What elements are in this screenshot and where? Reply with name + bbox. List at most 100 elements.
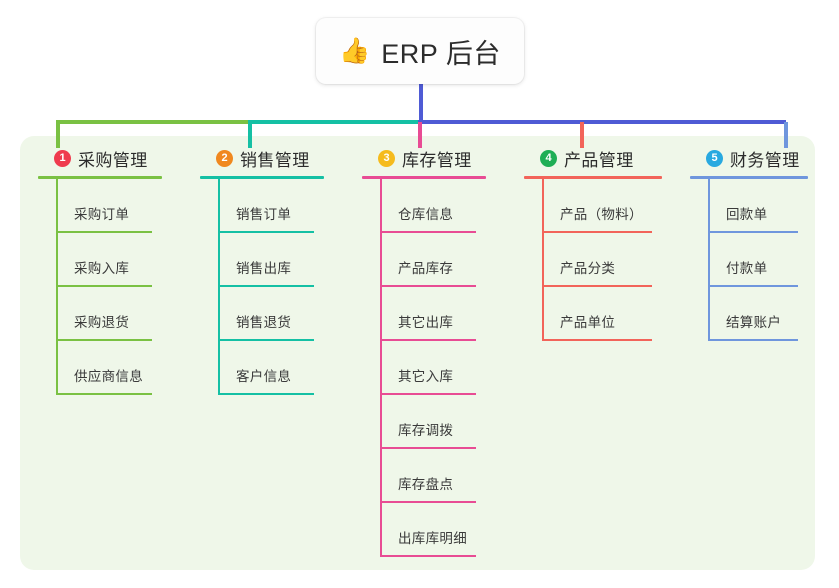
branch-column-5: 5 财务管理回款单付款单结算账户 <box>690 146 808 341</box>
leaf-node[interactable]: 采购入库 <box>56 233 162 287</box>
leaf-spine-3 <box>380 179 382 557</box>
leaf-label: 销售出库 <box>236 261 292 276</box>
drop-line-column-2 <box>248 122 252 148</box>
leaf-list-5: 回款单付款单结算账户 <box>708 179 808 341</box>
leaf-underline <box>542 339 652 341</box>
leaf-node[interactable]: 采购订单 <box>56 179 162 233</box>
leaf-node[interactable]: 出库库明细 <box>380 503 486 557</box>
bus-segment-1 <box>56 120 252 124</box>
leaf-node[interactable]: 销售订单 <box>218 179 324 233</box>
leaf-underline <box>708 285 798 287</box>
leaf-node[interactable]: 产品单位 <box>542 287 662 341</box>
leaf-underline <box>56 231 152 233</box>
branch-underline-5 <box>690 176 808 179</box>
leaf-underline <box>380 501 476 503</box>
root-node-title: ERP 后台 <box>381 38 501 69</box>
branch-title-2: 销售管理 <box>240 150 310 170</box>
leaf-label: 采购退货 <box>74 315 130 330</box>
branch-column-2: 2 销售管理销售订单销售出库销售退货客户信息 <box>200 146 324 395</box>
drop-line-column-5 <box>784 122 788 148</box>
leaf-label: 采购订单 <box>74 207 130 222</box>
leaf-label: 销售退货 <box>236 315 292 330</box>
leaf-list-1: 采购订单采购入库采购退货供应商信息 <box>56 179 162 395</box>
leaf-label: 供应商信息 <box>74 369 143 384</box>
leaf-label: 产品分类 <box>560 261 616 276</box>
leaf-node[interactable]: 付款单 <box>708 233 808 287</box>
branch-badge-4: 4 <box>540 149 557 167</box>
branch-badge-5: 5 <box>706 149 723 167</box>
leaf-node[interactable]: 产品库存 <box>380 233 486 287</box>
branch-header-1[interactable]: 1 采购管理 <box>38 146 162 170</box>
leaf-list-3: 仓库信息产品库存其它出库其它入库库存调拨库存盘点出库库明细 <box>380 179 486 557</box>
drop-line-column-1 <box>56 122 60 148</box>
leaf-label: 库存盘点 <box>398 477 454 492</box>
leaf-label: 库存调拨 <box>398 423 454 438</box>
leaf-label: 产品单位 <box>560 315 616 330</box>
leaf-underline <box>56 393 152 395</box>
root-node-card[interactable]: 👍 ERP 后台 <box>316 18 524 84</box>
leaf-underline <box>708 339 798 341</box>
leaf-underline <box>380 555 476 557</box>
leaf-node[interactable]: 产品分类 <box>542 233 662 287</box>
leaf-node[interactable]: 产品（物料） <box>542 179 662 233</box>
leaf-label: 产品（物料） <box>560 207 643 222</box>
leaf-node[interactable]: 结算账户 <box>708 287 808 341</box>
leaf-label: 仓库信息 <box>398 207 454 222</box>
leaf-underline <box>218 231 314 233</box>
leaf-label: 结算账户 <box>726 315 782 330</box>
branch-column-4: 4 产品管理产品（物料） 产品分类产品单位 <box>524 146 662 341</box>
branch-title-5: 财务管理 <box>730 150 800 170</box>
leaf-node[interactable]: 供应商信息 <box>56 341 162 395</box>
bus-segment-2 <box>248 120 422 124</box>
branch-title-4: 产品管理 <box>564 150 634 170</box>
branch-badge-2: 2 <box>216 149 233 167</box>
branch-title-1: 采购管理 <box>78 150 148 170</box>
leaf-underline <box>380 447 476 449</box>
branch-underline-1 <box>38 176 162 179</box>
branch-badge-3: 3 <box>378 149 395 167</box>
branch-header-4[interactable]: 4 产品管理 <box>524 146 662 170</box>
leaf-node[interactable]: 其它入库 <box>380 341 486 395</box>
leaf-label: 其它入库 <box>398 369 454 384</box>
leaf-underline <box>380 339 476 341</box>
branch-underline-4 <box>524 176 662 179</box>
branch-column-1: 1 采购管理采购订单采购入库采购退货供应商信息 <box>38 146 162 395</box>
leaf-node[interactable]: 销售出库 <box>218 233 324 287</box>
leaf-node[interactable]: 库存调拨 <box>380 395 486 449</box>
leaf-node[interactable]: 销售退货 <box>218 287 324 341</box>
leaf-underline <box>380 393 476 395</box>
leaf-node[interactable]: 库存盘点 <box>380 449 486 503</box>
leaf-spine-5 <box>708 179 710 341</box>
leaf-list-4: 产品（物料） 产品分类产品单位 <box>542 179 662 341</box>
leaf-label: 付款单 <box>726 261 768 276</box>
leaf-node[interactable]: 仓库信息 <box>380 179 486 233</box>
leaf-label: 回款单 <box>726 207 768 222</box>
leaf-underline <box>708 231 798 233</box>
leaf-spine-4 <box>542 179 544 341</box>
thumbs-up-icon: 👍 <box>339 36 371 65</box>
leaf-label: 其它出库 <box>398 315 454 330</box>
branch-header-2[interactable]: 2 销售管理 <box>200 146 324 170</box>
leaf-underline <box>542 285 652 287</box>
leaf-underline <box>218 339 314 341</box>
leaf-label: 销售订单 <box>236 207 292 222</box>
leaf-spine-1 <box>56 179 58 395</box>
root-stem-line <box>419 84 423 124</box>
leaf-node[interactable]: 采购退货 <box>56 287 162 341</box>
leaf-node[interactable]: 客户信息 <box>218 341 324 395</box>
leaf-label: 客户信息 <box>236 369 292 384</box>
branch-underline-3 <box>362 176 486 179</box>
leaf-spine-2 <box>218 179 220 395</box>
leaf-underline <box>218 393 314 395</box>
leaf-label: 出库库明细 <box>398 531 467 546</box>
leaf-node[interactable]: 回款单 <box>708 179 808 233</box>
leaf-node[interactable]: 其它出库 <box>380 287 486 341</box>
drop-line-column-4 <box>580 122 584 148</box>
drop-line-column-3 <box>418 122 422 148</box>
leaf-underline <box>380 231 476 233</box>
leaf-label: 产品库存 <box>398 261 454 276</box>
branch-header-5[interactable]: 5 财务管理 <box>690 146 808 170</box>
branch-badge-1: 1 <box>54 149 71 167</box>
leaf-underline <box>56 339 152 341</box>
